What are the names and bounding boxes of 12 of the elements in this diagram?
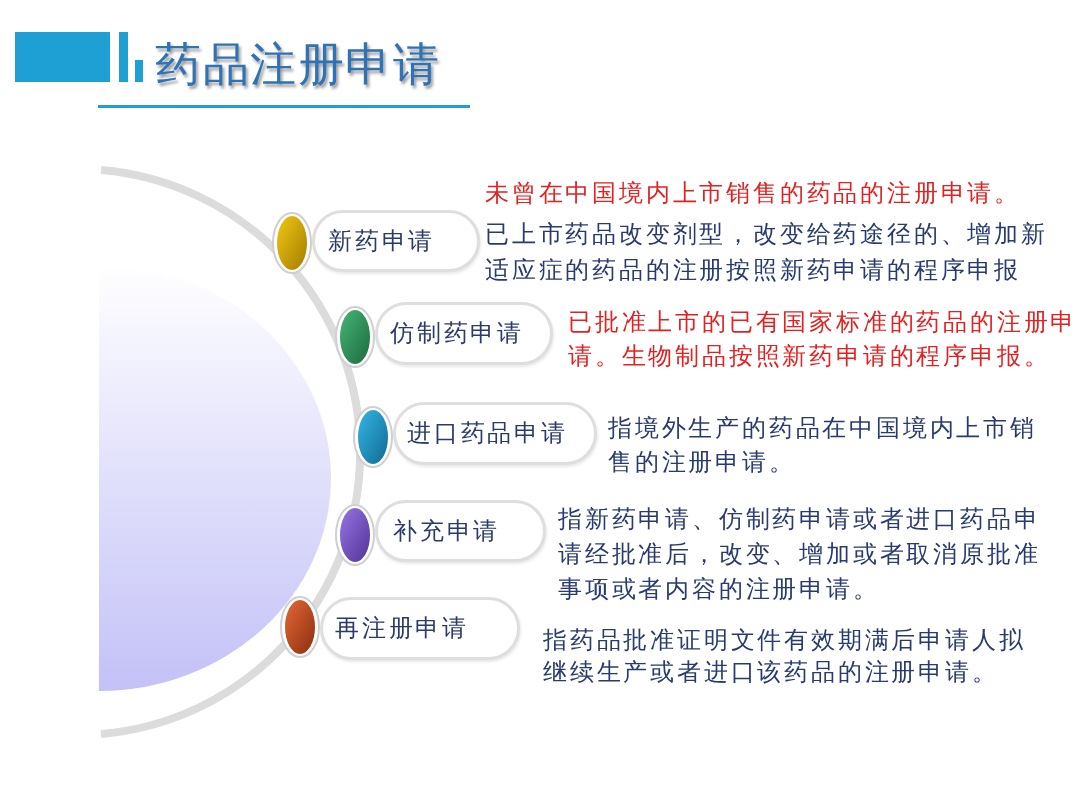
description-text: 未曾在中国境内上市销售的药品的注册申请。 [485,178,1022,209]
description-text: 已批准上市的已有国家标准的药品的注册申请。生物制品按照新药申请的程序申报。 [568,307,1079,372]
category-box: 再注册申请 [320,597,520,660]
description-text: 指药品批准证明文件有效期满后申请人拟继续生产或者进口该药品的注册申请。 [543,625,1027,688]
title: 药品注册申请 [155,36,440,92]
category-box: 仿制药申请 [375,302,553,365]
description-text: 已上市药品改变剂型，改变给药途径的、增加新适应症的药品的注册按照新药申请的程序申报 [485,219,1049,286]
category-box: 新药申请 [312,210,480,272]
category-box: 进口药品申请 [393,402,597,465]
category-box: 补充申请 [375,500,546,562]
description-text: 指新药申请、仿制药申请或者进口药品申请经批准后，改变、增加或者取消原批准事项或者内容的注册申请。 [558,504,1042,605]
description-text: 指境外生产的药品在中国境内上市销售的注册申请。 [608,413,1038,478]
